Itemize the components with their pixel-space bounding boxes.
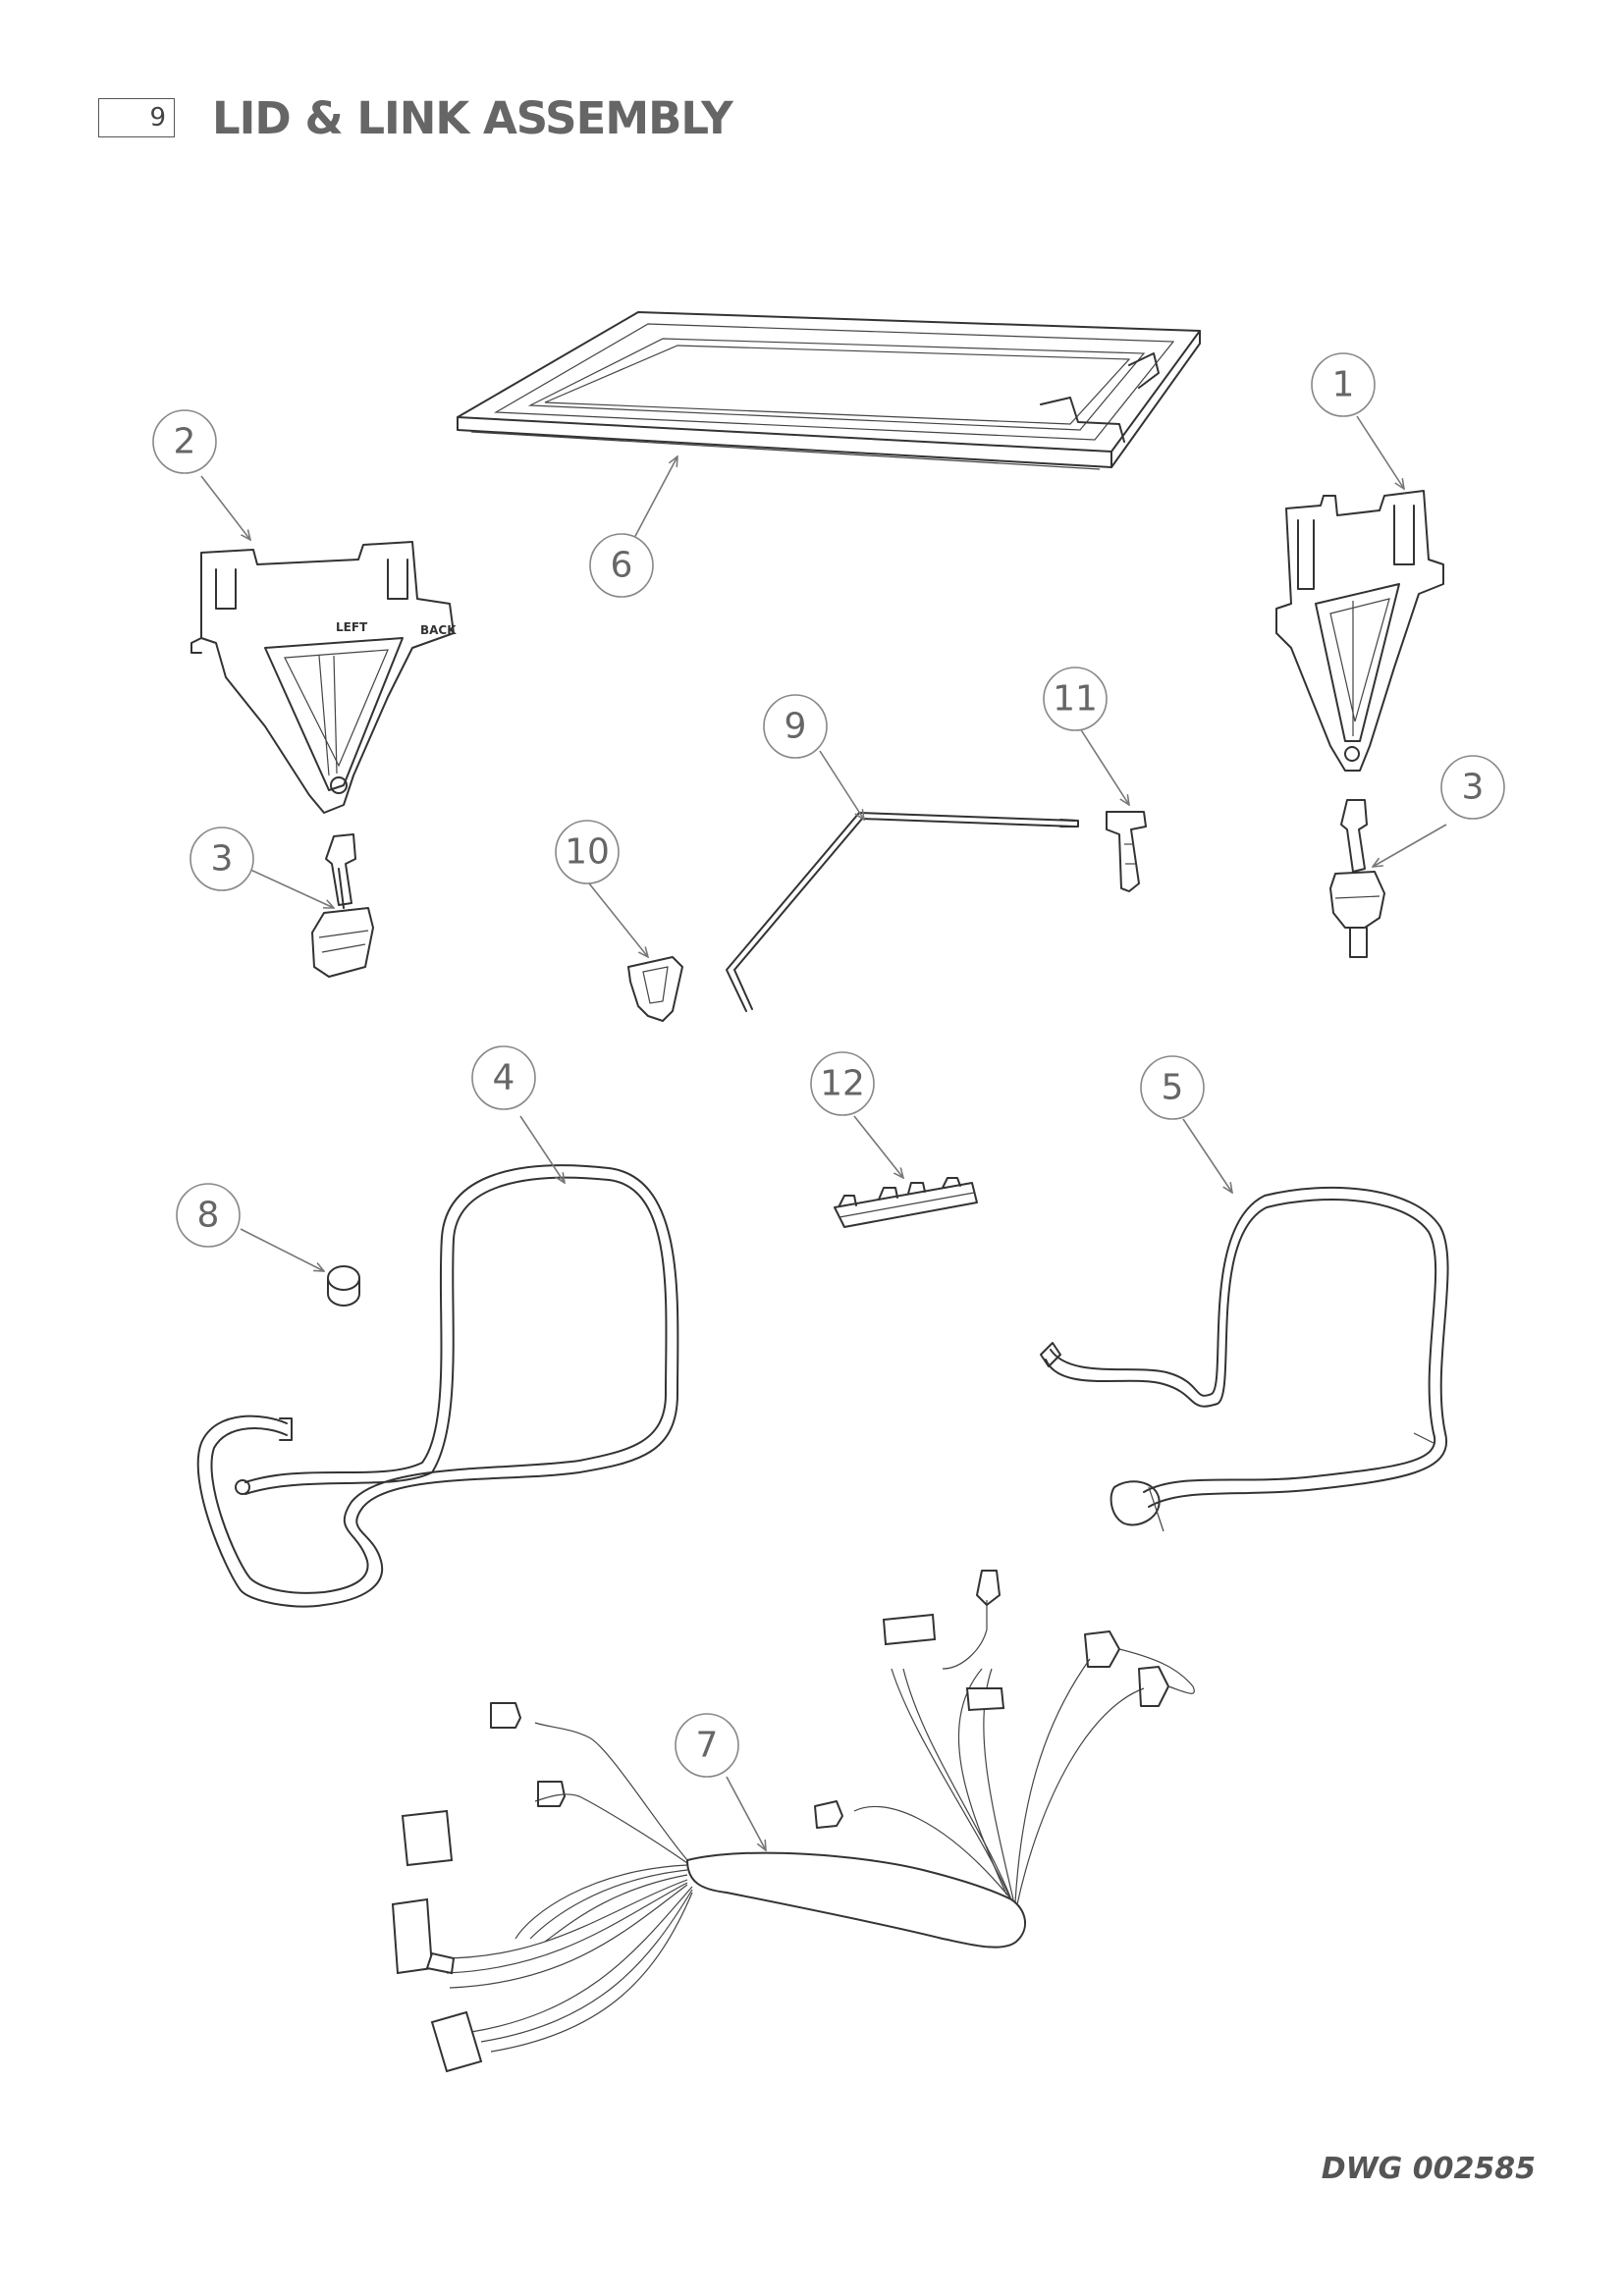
svg-text:9: 9 (785, 707, 807, 747)
callout-3-left: 3 (189, 827, 254, 891)
link-rod-part (726, 812, 1079, 1012)
page-title: LID & LINK ASSEMBLY (212, 91, 733, 144)
callout-9: 9 (763, 694, 828, 759)
callout-12: 12 (810, 1051, 875, 1116)
callout-5: 5 (1140, 1055, 1205, 1120)
section-number: 9 (98, 98, 175, 137)
callout-6: 6 (589, 533, 654, 598)
hose-clamp-part (327, 1265, 360, 1307)
callout-8: 8 (176, 1183, 241, 1248)
callout-7: 7 (675, 1713, 739, 1778)
drawing-number: DWG 002585 (1321, 2152, 1536, 2186)
callout-3-right: 3 (1440, 755, 1505, 820)
svg-text:4: 4 (493, 1058, 515, 1098)
callout-1: 1 (1311, 352, 1376, 417)
clip-part (627, 956, 683, 1022)
latch-part (1106, 811, 1147, 892)
lid-frame-part (457, 311, 1201, 470)
right-link-bracket-part (1275, 490, 1444, 772)
svg-text:8: 8 (197, 1196, 220, 1236)
page-header: 9 LID & LINK ASSEMBLY (98, 91, 733, 144)
connector-strip-part (834, 1177, 978, 1228)
back-marking: BACK (420, 623, 457, 637)
callout-4: 4 (471, 1045, 536, 1110)
wiring-harness-part (391, 1570, 1195, 2073)
callout-11: 11 (1043, 667, 1108, 731)
svg-text:2: 2 (174, 422, 196, 462)
left-link-bracket-part: LEFT BACK (190, 541, 457, 814)
hose-part-right (1040, 1186, 1449, 1532)
callout-10: 10 (555, 820, 620, 884)
svg-text:1: 1 (1332, 365, 1355, 405)
svg-text:6: 6 (611, 546, 633, 586)
left-marking: LEFT (336, 620, 368, 634)
svg-text:12: 12 (820, 1064, 865, 1104)
svg-text:10: 10 (565, 832, 610, 873)
svg-text:3: 3 (211, 839, 234, 880)
lid-switch-part-right (1329, 799, 1385, 958)
svg-text:5: 5 (1162, 1068, 1184, 1108)
hose-part-left (196, 1164, 679, 1608)
lid-switch-part-left (311, 833, 374, 978)
svg-text:11: 11 (1053, 679, 1098, 720)
callout-2: 2 (152, 409, 217, 474)
svg-text:7: 7 (696, 1726, 719, 1766)
svg-text:3: 3 (1462, 768, 1485, 808)
